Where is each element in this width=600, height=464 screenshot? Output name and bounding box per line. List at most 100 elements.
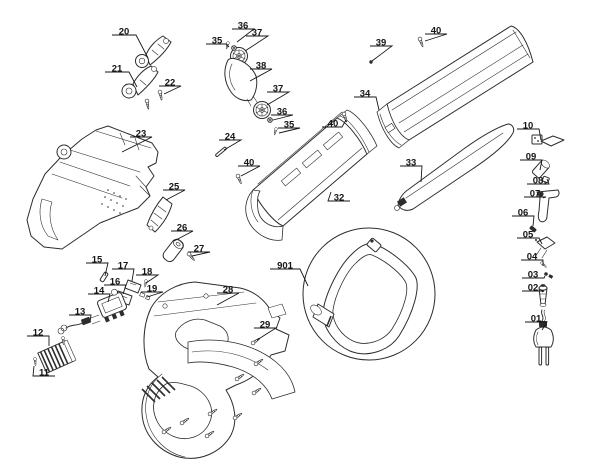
part-20-clamp-arm (135, 35, 172, 68)
callout-38: 38 (249, 61, 273, 82)
callout-35: 35 (278, 120, 301, 134)
callout-leader-line (512, 215, 535, 227)
callout-leader-line (105, 71, 138, 88)
callout-leader-line (171, 230, 194, 242)
callout-28: 28 (216, 285, 240, 306)
part-32-lower-tube (245, 109, 378, 241)
screw-icon (234, 373, 245, 382)
callout-12: 12 (27, 328, 50, 346)
callout-05: 05 (517, 230, 543, 245)
callout-leader-line (254, 327, 278, 341)
callout-leader-line (520, 159, 543, 171)
callout-number: 06 (518, 208, 529, 219)
callout-01: 01 (525, 314, 548, 331)
callout-36: 36 (232, 21, 256, 43)
part-34-upper-tube (376, 25, 534, 149)
callout-number: 40 (328, 119, 339, 130)
callout-number: 23 (136, 129, 147, 140)
callout-leader-line (121, 136, 153, 153)
callout-22: 22 (159, 78, 182, 95)
callout-leader-line (370, 45, 394, 62)
callout-number: 40 (431, 26, 442, 37)
callout-number: 11 (39, 368, 50, 379)
part-12-controller (37, 339, 77, 374)
part-39-dot (369, 60, 373, 64)
callout-10: 10 (517, 121, 542, 141)
callout-leader-line (527, 178, 550, 185)
callout-number: 02 (528, 283, 539, 294)
screw-icon (33, 357, 37, 366)
part-15-pin (99, 271, 109, 283)
screw-icon (61, 336, 65, 345)
callout-02: 02 (522, 283, 545, 294)
callout-number: 27 (194, 244, 205, 255)
part-25-grip (146, 196, 173, 233)
callout-03: 03 (522, 270, 546, 281)
callout-37: 37 (266, 84, 291, 106)
screw-icon (179, 417, 190, 426)
callout-leader-line (424, 33, 448, 42)
callout-29: 29 (254, 320, 278, 341)
callout-37: 37 (244, 28, 270, 52)
callout-34: 34 (354, 89, 380, 111)
screw-icon (186, 251, 195, 261)
part-10-switch-lever (531, 134, 565, 147)
callout-number: 03 (528, 270, 539, 281)
part-36-washer-lower (267, 117, 273, 123)
callout-leader-line (354, 96, 380, 111)
part-33-nozzle-wand (394, 123, 515, 211)
callout-leader-line (524, 196, 547, 199)
callout-leader-line (27, 335, 50, 346)
screw-icon (417, 36, 424, 48)
callout-23: 23 (121, 129, 153, 153)
callout-08: 08 (527, 176, 550, 187)
callout-leader-line (32, 365, 55, 377)
callout-number: 39 (376, 38, 387, 49)
callout-leader-line (232, 28, 256, 43)
callout-number: 35 (212, 36, 223, 47)
screw-icon (157, 89, 163, 101)
callout-number: 10 (523, 121, 534, 132)
callout-number: 901 (277, 261, 294, 272)
callout-27: 27 (188, 244, 211, 257)
part-06-damper (529, 225, 537, 233)
callout-35: 35 (206, 36, 230, 48)
part-24-pin (215, 146, 227, 157)
callout-13: 13 (69, 307, 92, 323)
callout-number: 07 (530, 189, 541, 200)
handle-vent-ribs (141, 376, 176, 403)
callout-leader-line (270, 268, 309, 287)
callout-number: 37 (252, 28, 263, 39)
callout-40: 40 (322, 119, 347, 130)
callout-number: 19 (147, 284, 158, 295)
callout-number: 15 (92, 255, 103, 266)
callout-number: 34 (360, 89, 371, 100)
callout-leader-line (69, 314, 92, 323)
callout-number: 09 (526, 152, 537, 163)
callout-36: 36 (271, 107, 294, 121)
part-13-wire (57, 314, 101, 335)
callout-leader-line (112, 34, 149, 59)
callout-leader-line (327, 191, 350, 202)
callout-number: 05 (523, 230, 534, 241)
callout-number: 14 (94, 286, 105, 297)
callout-leader-line (517, 128, 542, 141)
callout-number: 21 (112, 64, 123, 75)
callout-number: 35 (284, 120, 295, 131)
callout-number: 22 (165, 78, 176, 89)
callout-number: 08 (533, 176, 544, 187)
callout-leader-line (159, 85, 182, 95)
part-36-washer-upper (231, 45, 237, 51)
callout-leader-line (517, 237, 543, 245)
callout-number: 26 (177, 223, 188, 234)
callout-number: 36 (277, 107, 288, 118)
callout-06: 06 (512, 208, 535, 227)
callout-number: 25 (169, 182, 180, 193)
callout-number: 32 (334, 193, 345, 204)
callout-leader-line (141, 291, 164, 298)
callout-number: 16 (110, 277, 121, 288)
callout-number: 29 (260, 320, 271, 331)
callout-04: 04 (521, 252, 544, 266)
callout-15: 15 (86, 255, 109, 277)
part-21-clamp-arm (121, 65, 159, 99)
